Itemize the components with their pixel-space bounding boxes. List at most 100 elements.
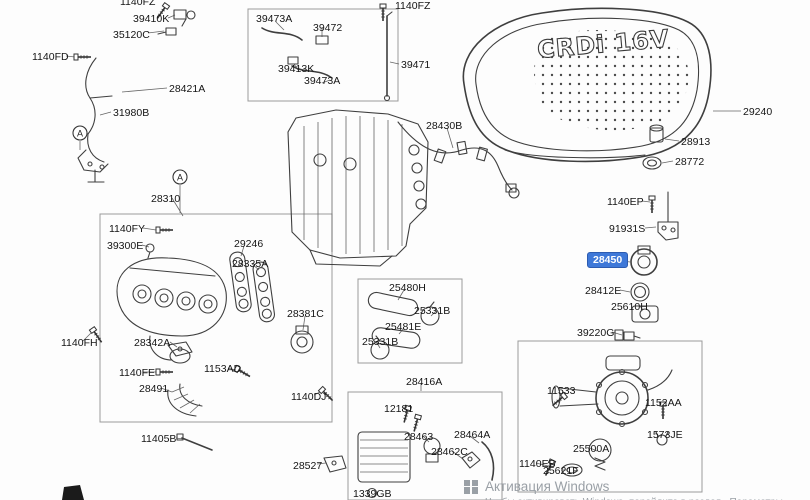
cover-washer-drawing bbox=[642, 156, 662, 170]
part-label-31980B[interactable]: 31980B bbox=[113, 107, 150, 119]
part-label-25331B[interactable]: 25331B bbox=[362, 336, 399, 348]
egr-valve-drawing bbox=[423, 437, 441, 463]
egr-gasket-drawing bbox=[461, 451, 481, 469]
part-label-28772[interactable]: 28772 bbox=[675, 156, 705, 168]
engine-block-drawing bbox=[287, 109, 429, 267]
support-bracket-drawing bbox=[323, 455, 347, 473]
part-label-1152AA[interactable]: 1152AA bbox=[645, 397, 682, 409]
part-label-25621F[interactable]: 25621F bbox=[543, 465, 579, 477]
part-label-11405B[interactable]: 11405B bbox=[141, 433, 177, 445]
part-label-1339GB[interactable]: 1339GB bbox=[353, 488, 392, 500]
retainer-clip-drawing bbox=[655, 431, 669, 446]
svg-text:A: A bbox=[77, 129, 83, 139]
part-label-1140DJ[interactable]: 1140DJ bbox=[291, 391, 327, 403]
part-label-1140FH[interactable]: 1140FH bbox=[61, 337, 98, 349]
part-label-28412E[interactable]: 28412E bbox=[585, 285, 622, 297]
part-label-1140FD[interactable]: 1140FD bbox=[32, 51, 69, 63]
part-label-25331B[interactable]: 25331B bbox=[414, 305, 451, 317]
part-label-28310[interactable]: 28310 bbox=[151, 193, 181, 205]
actuator-drawing bbox=[290, 325, 314, 354]
manifold-gasket-drawing bbox=[229, 251, 252, 313]
intake-manifold-drawing bbox=[116, 243, 314, 417]
part-label-28421A[interactable]: 28421A bbox=[169, 83, 206, 95]
part-label-25480H[interactable]: 25480H bbox=[389, 282, 426, 294]
part-label-12181[interactable]: 12181 bbox=[384, 403, 414, 415]
part-label-28464A[interactable]: 28464A bbox=[454, 429, 491, 441]
part-label-35120C[interactable]: 35120C bbox=[113, 29, 150, 41]
part-label-39300E[interactable]: 39300E bbox=[107, 240, 144, 252]
part-label-29240[interactable]: 29240 bbox=[743, 106, 773, 118]
part-label-28463[interactable]: 28463 bbox=[404, 431, 434, 443]
part-label-39472[interactable]: 39472 bbox=[313, 22, 343, 34]
watermark-title: Активация Windows bbox=[485, 479, 610, 494]
part-label-1140FY[interactable]: 1140FY bbox=[109, 223, 145, 235]
part-label-28527[interactable]: 28527 bbox=[293, 460, 323, 472]
water-pump-group-drawing bbox=[551, 355, 673, 477]
engine-cover-drawing: CRDi 16V bbox=[462, 7, 712, 170]
bracket-drawing bbox=[167, 341, 193, 357]
egr-group-box bbox=[347, 391, 503, 500]
coolant-control-parts-drawing bbox=[614, 191, 679, 341]
camshaft-sensor-drawing bbox=[157, 9, 196, 36]
windows-logo-icon bbox=[464, 479, 478, 494]
part-label-1573JE[interactable]: 1573JE bbox=[647, 429, 683, 441]
part-label-29246[interactable]: 29246 bbox=[234, 238, 264, 250]
sensor-bracket-drawing bbox=[657, 221, 679, 241]
ref-marker-a1: A bbox=[72, 125, 88, 141]
water-pump-group-box bbox=[517, 340, 703, 493]
part-label-39473A[interactable]: 39473A bbox=[256, 13, 293, 25]
cropped-logo-glyph bbox=[62, 485, 84, 500]
part-label-28335A[interactable]: 28335A bbox=[232, 258, 269, 270]
throttle-valve-drawing bbox=[630, 245, 658, 276]
svg-text:A: A bbox=[177, 173, 183, 183]
part-label-28462C[interactable]: 28462C bbox=[431, 446, 468, 458]
part-label-39220G[interactable]: 39220G bbox=[577, 327, 615, 339]
part-label-28342A[interactable]: 28342A bbox=[134, 337, 171, 349]
hose-group-box bbox=[247, 8, 399, 102]
egr-pipe-drawing bbox=[481, 441, 495, 481]
part-label-25500A[interactable]: 25500A bbox=[573, 443, 610, 455]
fuel-pipe-bracket-drawing bbox=[77, 57, 113, 183]
part-label-28430B[interactable]: 28430B bbox=[426, 120, 463, 132]
manifold-gasket2-drawing bbox=[252, 261, 276, 323]
windows-activation-watermark: Активация Windows Чтобы активировать Win… bbox=[464, 479, 791, 500]
part-label-28381C[interactable]: 28381C bbox=[287, 308, 324, 320]
intake-manifold-group-box bbox=[99, 213, 333, 423]
part-label-28491[interactable]: 28491 bbox=[139, 383, 169, 395]
ref-marker-a2: A bbox=[172, 169, 188, 185]
part-label-1140EB[interactable]: 1140EB bbox=[519, 458, 556, 470]
hose-clamp-group-box bbox=[357, 278, 463, 364]
gasket-ring-drawing bbox=[630, 282, 650, 302]
part-label-1140FZ[interactable]: 1140FZ bbox=[120, 0, 156, 8]
part-label-1140EP[interactable]: 1140EP bbox=[607, 196, 644, 208]
watermark-subtitle: Чтобы активировать Windows, перейдите в … bbox=[485, 497, 791, 500]
coolant-hose-group-drawing bbox=[367, 291, 440, 360]
part-label-1140FE[interactable]: 1140FE bbox=[119, 367, 155, 379]
part-label-28913[interactable]: 28913 bbox=[681, 136, 711, 148]
vacuum-hose-group-drawing bbox=[261, 11, 393, 102]
part-label-1153AD[interactable]: 1153AD bbox=[204, 363, 242, 375]
thermostat-cap-drawing bbox=[561, 463, 583, 477]
part-label-91931S[interactable]: 91931S bbox=[609, 223, 646, 235]
part-label-39471[interactable]: 39471 bbox=[401, 59, 431, 71]
stud-bolt-drawing bbox=[176, 433, 213, 451]
part-label-11533[interactable]: 11533 bbox=[547, 385, 576, 397]
part-label-28416A[interactable]: 28416A bbox=[406, 376, 443, 388]
glow-plug-harness-drawing bbox=[397, 121, 520, 199]
nut-drawing bbox=[366, 487, 378, 499]
thermostat-drawing bbox=[588, 438, 612, 471]
part-label-1140FZ[interactable]: 1140FZ bbox=[395, 0, 431, 12]
temp-sensor-drawing bbox=[614, 329, 641, 341]
part-label-25481E[interactable]: 25481E bbox=[385, 321, 422, 333]
cover-grommet-drawing bbox=[649, 124, 664, 143]
egr-cooler-group-drawing bbox=[357, 431, 495, 499]
part-label-25610H[interactable]: 25610H bbox=[611, 301, 648, 313]
part-label-39410K[interactable]: 39410K bbox=[133, 13, 170, 25]
part-label-39413K[interactable]: 39413K bbox=[278, 63, 315, 75]
part-label-28450[interactable]: 28450 bbox=[587, 252, 629, 268]
part-label-39473A[interactable]: 39473A bbox=[304, 75, 341, 87]
group-boxes bbox=[99, 8, 703, 500]
